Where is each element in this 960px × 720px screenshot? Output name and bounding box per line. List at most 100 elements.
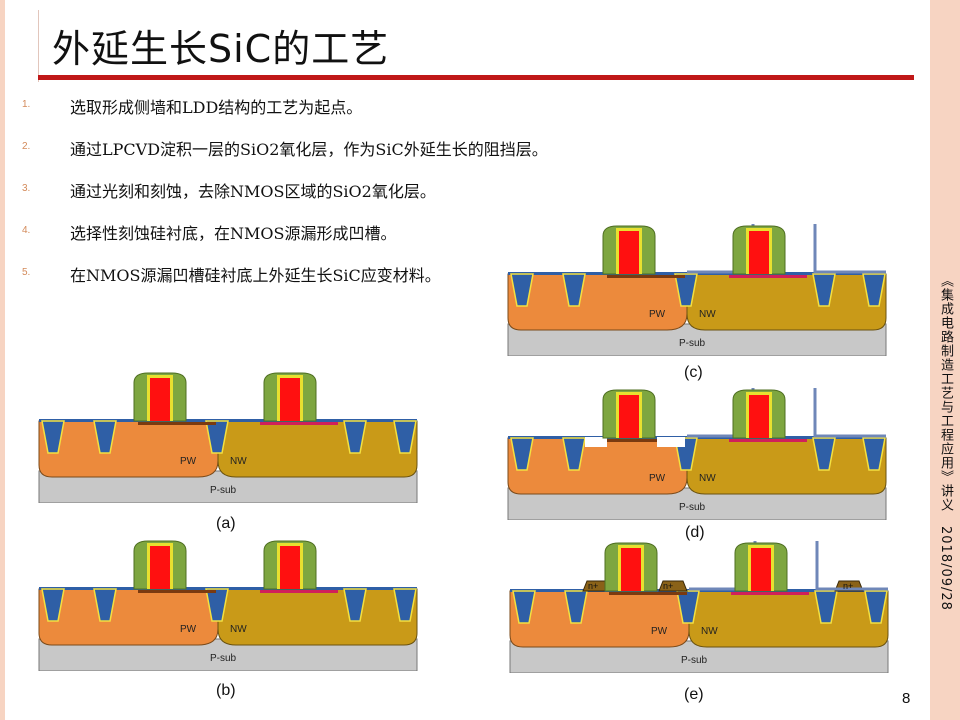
sti-trench: [343, 588, 367, 622]
nmos-ldd: [607, 439, 685, 442]
n-plus-label: n+: [843, 581, 853, 591]
side-caption-text: 《集成电路制造工艺与工程应用》讲义: [938, 274, 953, 512]
sti-trench: [862, 273, 886, 307]
poly-gate: [749, 395, 769, 438]
p-well: [507, 437, 688, 495]
sti-trench: [812, 273, 836, 307]
figure-caption-a: (a): [216, 515, 236, 532]
sti-trench: [512, 590, 536, 624]
poly-gate: [749, 231, 769, 274]
sio2-hardmask: [687, 388, 886, 438]
n-well: [217, 420, 418, 478]
step-text: 选取形成侧墙和LDD结构的工艺为起点。: [70, 98, 363, 117]
figure-caption-e: (e): [684, 686, 704, 703]
step-number: 4.: [22, 225, 31, 236]
pw-label: PW: [180, 456, 197, 467]
side-date: 2018/09/28: [938, 526, 953, 611]
figure-caption-c: (c): [684, 364, 703, 381]
sti-trench: [343, 420, 367, 454]
sti-trench: [93, 420, 117, 454]
nmos-recess: [585, 437, 607, 447]
side-caption: 《集成电路制造工艺与工程应用》讲义 2018/09/28: [931, 274, 959, 694]
cross-section-figure-a: PW NW P-sub: [38, 371, 418, 503]
nmos-ldd: [609, 592, 687, 595]
pw-label: PW: [651, 626, 668, 637]
p-sub-label: P-sub: [210, 653, 237, 664]
nw-label: NW: [701, 626, 718, 637]
pw-label: PW: [649, 473, 666, 484]
sti-trench: [393, 588, 417, 622]
cross-section-svg: PW NW P-sub: [507, 224, 887, 356]
nmos-ldd: [607, 275, 685, 278]
nmos-ldd: [138, 590, 216, 593]
left-decor-stripe: [0, 0, 5, 720]
sio2-hardmask: [687, 224, 886, 274]
cross-section-svg: PW NW P-sub: [38, 540, 418, 671]
sti-trench: [814, 590, 838, 624]
sti-trench: [93, 588, 117, 622]
p-well: [38, 420, 219, 478]
sti-trench: [864, 590, 888, 624]
title-underline: [38, 75, 914, 80]
nw-label: NW: [699, 309, 716, 320]
sti-trench: [562, 437, 586, 471]
poly-gate: [619, 231, 639, 274]
sti-trench: [510, 273, 534, 307]
sti-trench: [205, 420, 229, 454]
p-sub-label: P-sub: [210, 485, 237, 496]
nmos-ldd: [138, 422, 216, 425]
poly-gate: [619, 395, 639, 438]
step-number: 1.: [22, 99, 31, 110]
p-well: [509, 590, 690, 648]
sti-trench: [564, 590, 588, 624]
step-text: 通过光刻和刻蚀，去除NMOS区域的SiO2氧化层。: [70, 182, 436, 201]
sti-trench: [562, 273, 586, 307]
n-plus-label: n+: [663, 581, 673, 591]
step-text: 在NMOS源漏凹槽硅衬底上外延生长SiC应变材料。: [70, 266, 441, 285]
sti-trench: [862, 437, 886, 471]
n-well: [688, 590, 889, 648]
poly-gate: [621, 548, 641, 591]
figure-caption-b: (b): [216, 682, 236, 699]
poly-gate: [751, 548, 771, 591]
cross-section-figure-b: PW NW P-sub: [38, 539, 418, 671]
sti-trench: [393, 420, 417, 454]
poly-gate: [150, 546, 170, 589]
cross-section-svg: PW NW P-sub: [38, 372, 418, 503]
sti-trench: [674, 273, 698, 307]
nw-label: NW: [699, 473, 716, 484]
figure-caption-d: (d): [685, 524, 705, 541]
step-text: 通过LPCVD淀积一层的SiO2氧化层，作为SiC外延生长的阻挡层。: [70, 140, 548, 159]
nw-label: NW: [230, 624, 247, 635]
right-side-band: [930, 0, 960, 720]
slide-title: 外延生长SiC的工艺: [52, 27, 390, 71]
pw-label: PW: [649, 309, 666, 320]
sic-epi-drain: [658, 580, 688, 592]
page-number: 8: [902, 690, 911, 707]
n-well: [686, 437, 887, 495]
pmos-ldd: [731, 592, 809, 595]
step-number: 2.: [22, 141, 31, 152]
p-well: [507, 273, 688, 331]
n-plus-label: n+: [588, 581, 598, 591]
sti-trench: [205, 588, 229, 622]
sti-trench: [41, 420, 65, 454]
p-well: [38, 588, 219, 646]
pw-label: PW: [180, 624, 197, 635]
pmos-ldd: [260, 422, 338, 425]
sti-trench: [41, 588, 65, 622]
poly-gate: [150, 378, 170, 421]
pmos-ldd: [729, 275, 807, 278]
poly-gate: [280, 378, 300, 421]
sti-trench: [676, 590, 700, 624]
cross-section-figure-c: PW NW P-sub: [507, 224, 887, 356]
nw-label: NW: [230, 456, 247, 467]
title-box: [38, 10, 918, 82]
p-sub-label: P-sub: [679, 338, 706, 349]
step-number: 5.: [22, 267, 31, 278]
